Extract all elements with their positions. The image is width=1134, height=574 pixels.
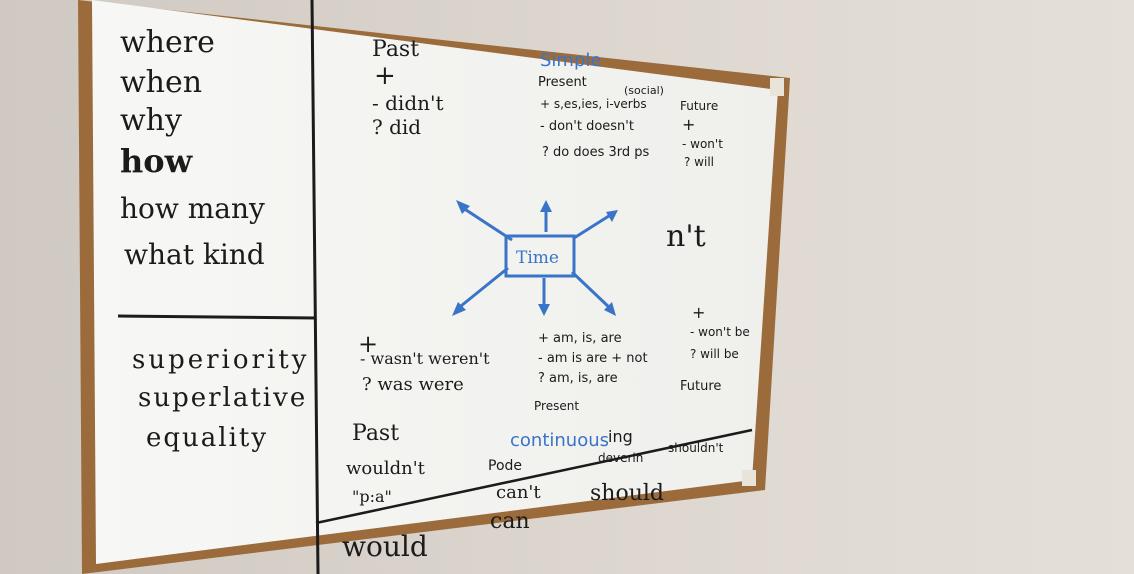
modal-word: deverin xyxy=(598,451,643,465)
arrow-up-left xyxy=(459,204,513,242)
simple-future: Future + - won't ? will xyxy=(680,99,723,169)
question-word: when xyxy=(120,65,202,100)
arrow-down-right xyxy=(570,270,614,312)
simple-past-plus: + xyxy=(374,61,396,91)
modals-divider xyxy=(315,428,753,525)
left-panel-divider xyxy=(117,314,317,320)
arrow-down-left xyxy=(455,266,509,312)
arrowhead xyxy=(456,200,470,214)
cont-future-title: Future xyxy=(680,379,721,394)
cont-past-question: ? was were xyxy=(362,374,464,395)
modal-word: can't xyxy=(496,482,541,503)
modal-word: can xyxy=(490,509,530,534)
modal-word: "p:a" xyxy=(352,487,392,506)
arrowhead xyxy=(452,302,466,316)
cont-past-title: Past xyxy=(352,421,399,446)
board-surface xyxy=(92,0,778,564)
simple-future-negative: - won't xyxy=(682,137,723,151)
question-word: what kind xyxy=(124,238,265,271)
simple-past: Past + - didn't ? did xyxy=(372,37,444,139)
time-box xyxy=(504,234,576,278)
simple-present-note: (social) xyxy=(624,84,664,97)
cont-past-negative: - wasn't weren't xyxy=(360,349,490,368)
simple-past-negative: - didn't xyxy=(372,91,444,115)
simple-past-title: Past xyxy=(372,37,419,62)
modal-word: would xyxy=(342,530,428,563)
question-word: why xyxy=(120,103,182,138)
vertical-divider xyxy=(310,0,320,574)
modals: wouldn't "p:a" would Pode can't can deve… xyxy=(342,441,724,563)
continuous-present: + am, is, are - am is are + not ? am, is… xyxy=(534,331,648,413)
simple-past-question: ? did xyxy=(372,115,421,139)
modal-word: shouldn't xyxy=(668,441,724,455)
question-word: where xyxy=(120,25,215,60)
simple-future-plus: + xyxy=(682,115,695,134)
cont-future-plus: + xyxy=(692,303,705,322)
continuous-heading: continuous xyxy=(510,430,609,451)
simple-present: Present (social) + s,es,ies, i-verbs - d… xyxy=(538,75,664,160)
continuous-past: + - wasn't weren't ? was were Past xyxy=(352,330,490,446)
time-diagram xyxy=(455,204,614,312)
arrow-up-right xyxy=(573,212,613,240)
continuous-future: + - won't be ? will be Future xyxy=(680,303,750,394)
question-word: how many xyxy=(120,192,265,225)
comparison-word: superlative xyxy=(138,383,307,413)
modal-word: wouldn't xyxy=(346,458,426,479)
simple-present-plus: + s,es,ies, i-verbs xyxy=(540,97,647,111)
simple-present-negative: - don't doesn't xyxy=(540,119,634,134)
cont-present-negative: - am is are + not xyxy=(538,351,648,366)
cont-present-plus: + am, is, are xyxy=(538,331,622,346)
simple-future-question: ? will xyxy=(684,155,714,169)
cont-future-question: ? will be xyxy=(690,347,739,361)
modal-word: should xyxy=(590,481,664,506)
frame-corner xyxy=(770,78,784,96)
cont-present-title: Present xyxy=(534,399,579,413)
simple-present-title: Present xyxy=(538,75,587,90)
arrowhead xyxy=(606,210,618,222)
ing-suffix: ing xyxy=(608,427,633,446)
modal-word: Pode xyxy=(488,458,522,474)
question-word: how xyxy=(120,142,194,180)
cont-future-negative: - won't be xyxy=(690,325,750,339)
question-words: where when why how how many what kind xyxy=(120,25,265,271)
comparison-word: equality xyxy=(146,423,268,453)
cont-present-question: ? am, is, are xyxy=(538,371,618,386)
time-label: Time xyxy=(516,248,559,268)
cont-past-plus: + xyxy=(358,330,378,358)
comparison-word: superiority xyxy=(132,345,309,375)
frame-corner xyxy=(742,470,756,486)
simple-heading: Simple xyxy=(540,50,601,71)
contraction-note: n't xyxy=(666,219,706,254)
arrowheads xyxy=(452,200,618,316)
simple-present-question: ? do does 3rd ps xyxy=(542,145,650,160)
comparison-words: superiority superlative equality xyxy=(132,345,309,453)
simple-future-title: Future xyxy=(680,99,718,113)
arrowhead xyxy=(540,200,552,212)
arrowhead xyxy=(538,304,550,316)
arrowhead xyxy=(604,302,616,316)
